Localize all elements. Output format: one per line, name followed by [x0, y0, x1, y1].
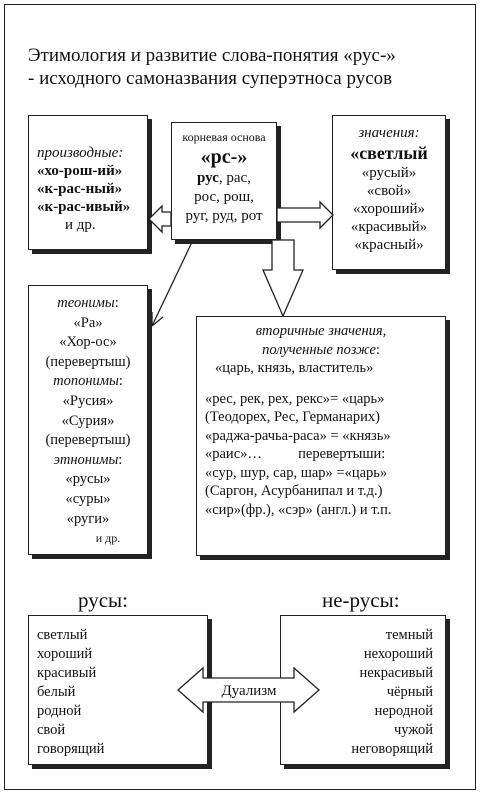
nerus-item: некрасивый — [359, 665, 433, 681]
theonyms-label: теонимы — [57, 295, 115, 311]
secondary-summary: «царь, князь, властитель» — [215, 360, 374, 376]
nerus-item: неродной — [374, 703, 433, 719]
toponyms-label: топонимы — [53, 373, 119, 390]
meanings-heading: значения: — [358, 125, 420, 141]
root-form: «рс-» — [200, 146, 248, 168]
derivatives-box: производные: «хо-рош-ий» «к-рас-ный» «к-… — [28, 115, 148, 250]
ethnonyms-colon: : — [118, 451, 123, 468]
rus-item: красивый — [37, 665, 97, 681]
secondary-heading-colon: : — [375, 341, 380, 358]
theonyms-note: (перевертыш) — [45, 353, 131, 370]
arrow-to-derivatives — [148, 204, 172, 234]
title-line-1: Этимология и развитие слова-понятия «рус… — [28, 45, 396, 66]
arrow-to-names-head — [151, 312, 164, 327]
dualism-arrow — [177, 666, 320, 714]
secondary-line: «сур, шур, сар, шар» =«царь» — [205, 464, 388, 481]
ethnonyms-label: этнонимы — [53, 451, 119, 468]
secondary-line: (Саргон, Асурбанипал и т.д.) — [205, 483, 383, 499]
toponym-item: «Сурия» — [61, 412, 115, 429]
root-box: корневая основа «рс-» рус, рас, рос, рош… — [171, 122, 277, 240]
rus-item: хороший — [37, 646, 93, 662]
rus-heading: русы: — [78, 588, 128, 612]
theonym-item: «Ра» — [73, 314, 103, 331]
nerus-item: неговорящий — [351, 741, 433, 757]
root-line-3: руг, руд, рот — [185, 208, 263, 224]
secondary-line: «раис»… перевертыши: — [205, 446, 386, 462]
secondary-heading-2-text: полученные позже — [262, 341, 376, 358]
meaning-item: «хороший» — [352, 201, 426, 217]
secondary-line: (Теодорех, Рес, Германарих) — [205, 409, 380, 425]
derivatives-etc: и др. — [65, 217, 96, 233]
derivatives-heading: производные: — [37, 145, 124, 161]
nerus-heading: не-русы: — [322, 588, 400, 612]
secondary-line: «раджа-рачьа-раса» = «князь» — [205, 427, 391, 444]
diagram-frame — [4, 4, 476, 790]
meaning-item: «русый» — [361, 165, 417, 181]
diagram-title: Этимология и развитие слова-понятия «рус… — [28, 44, 458, 90]
ethnonyms-heading: этнонимы: — [29, 451, 147, 471]
arrow-to-secondary — [262, 239, 304, 318]
rus-item: свой — [37, 722, 66, 738]
nerus-item: чужой — [393, 722, 433, 738]
ethnonym-item: «русы» — [65, 471, 111, 488]
derivative-item: «хо-рош-ий» — [37, 163, 123, 179]
ethnonym-item: «суры» — [65, 490, 111, 507]
dualism-label: Дуализм — [221, 683, 277, 699]
secondary-line: «сир»(фр.), «сэр» (англ.) и т.п. — [205, 501, 392, 518]
toponyms-colon: : — [118, 373, 123, 390]
nerus-item: темный — [385, 627, 433, 643]
rus-item: белый — [37, 684, 76, 700]
meaning-item: «свой» — [366, 183, 412, 199]
meaning-item: «красный» — [354, 237, 424, 253]
meanings-main: «светлый — [350, 143, 428, 163]
meanings-box: значения: «светлый «русый» «свой» «хорош… — [332, 115, 446, 270]
arrow-to-meanings — [276, 200, 334, 230]
toponym-item: «Русия» — [62, 392, 114, 409]
derivative-item: «к-рас-ный» — [37, 181, 123, 197]
secondary-box: вторичные значения, полученные позже: «ц… — [196, 316, 446, 556]
secondary-heading-1: вторичные значения, — [255, 323, 387, 339]
toponyms-heading: топонимы: — [29, 372, 147, 392]
arrow-to-names — [151, 239, 194, 327]
secondary-line: «рес, рек, рех, рекс»= «царь» — [205, 390, 385, 407]
secondary-heading-2: полученные позже: — [205, 341, 445, 360]
nerus-item: нехороший — [363, 646, 433, 662]
meaning-item: «красивый» — [350, 219, 428, 235]
toponyms-note: (перевертыш) — [45, 432, 131, 449]
ethnonym-item: «руги» — [66, 510, 110, 527]
nerus-item: чёрный — [386, 684, 433, 700]
theonyms-colon: : — [114, 295, 119, 311]
theonyms-heading: теонимы: — [29, 294, 147, 314]
root-line-1-rest: , рас, — [218, 170, 251, 186]
theonym-item: «Хор-ос» — [59, 334, 117, 351]
root-line-2: рос, рош, — [194, 189, 254, 205]
rus-item: светлый — [37, 627, 88, 643]
root-rus: рус — [197, 170, 219, 186]
names-etc: и др. — [95, 531, 121, 546]
title-line-2: - исходного самоназвания суперэтноса рус… — [28, 68, 393, 89]
root-label: корневая основа — [182, 130, 266, 144]
rus-item: родной — [37, 703, 82, 719]
names-box: теонимы: «Ра» «Хор-ос» (перевертыш) топо… — [28, 285, 148, 555]
rus-item: говорящий — [37, 741, 105, 757]
derivative-item: «к-рас-ивый» — [37, 199, 131, 215]
root-line-1: рус, рас, — [172, 169, 276, 188]
